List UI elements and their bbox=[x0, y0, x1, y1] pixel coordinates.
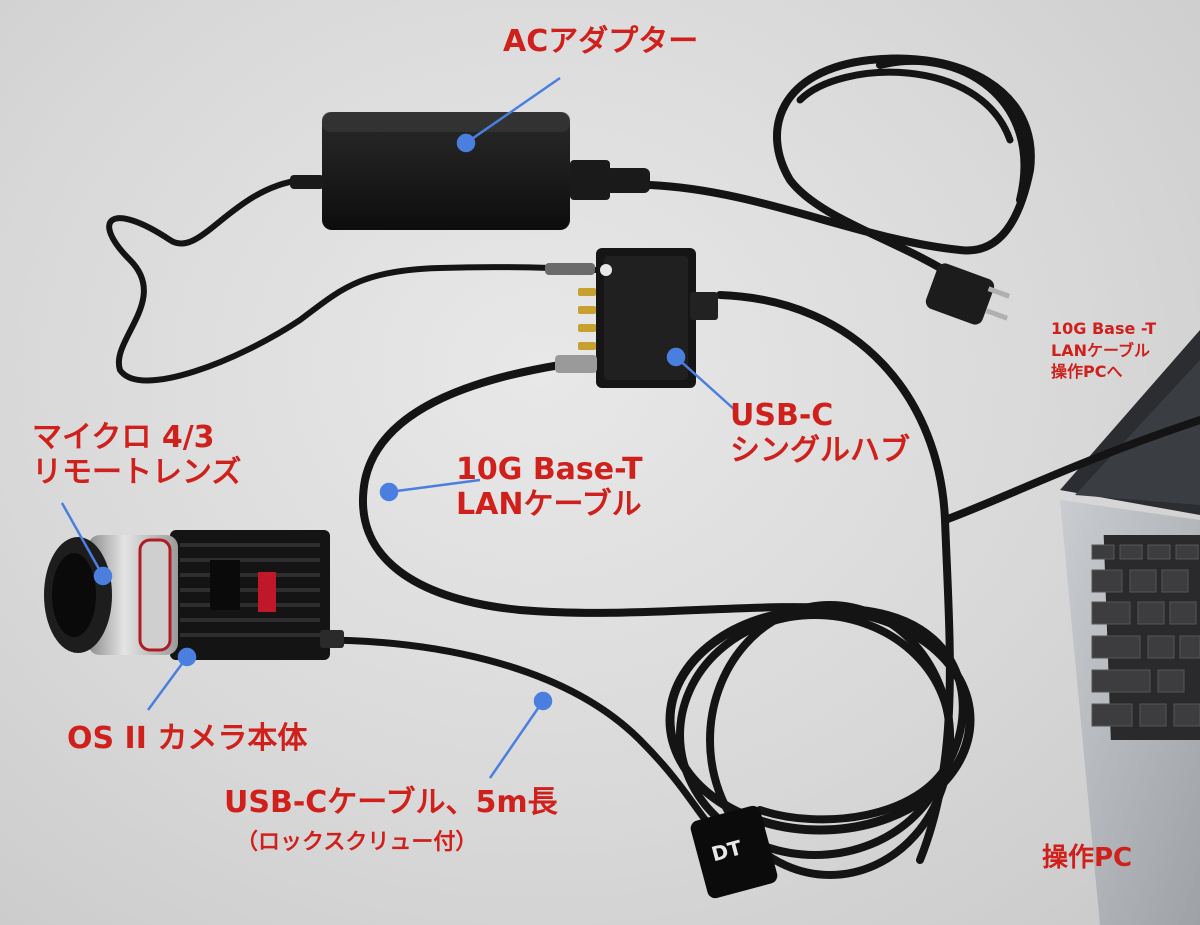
ac-plug bbox=[925, 263, 1011, 325]
camera bbox=[44, 530, 344, 660]
label-usb-cable-note: （ロックスクリュー付） bbox=[236, 830, 478, 855]
label-remote-lens: マイクロ 4/3 リモートレンズ bbox=[32, 420, 242, 491]
label-camera-body: OS II カメラ本体 bbox=[67, 721, 308, 756]
laptop-keys bbox=[1091, 544, 1200, 727]
pointer-dot-icon bbox=[456, 133, 476, 153]
usb-hub bbox=[545, 248, 718, 388]
pointer-dot-icon bbox=[379, 482, 399, 502]
cables bbox=[106, 54, 1200, 879]
cable-strap: DT bbox=[690, 805, 778, 899]
pointer-dot-icon bbox=[666, 347, 686, 367]
laptop bbox=[1060, 330, 1200, 925]
laptop-screen bbox=[1075, 360, 1200, 505]
label-lan-cable: 10G Base-T LANケーブル bbox=[456, 452, 643, 523]
pointers bbox=[60, 76, 736, 779]
label-usb-hub: USB-C シングルハブ bbox=[730, 398, 910, 469]
label-lan-to-pc: 10G Base -T LANケーブル 操作PCへ bbox=[1051, 319, 1157, 382]
ac-adapter bbox=[290, 112, 650, 230]
label-operation-pc: 操作PC bbox=[1042, 843, 1133, 873]
pointer-dot-icon bbox=[93, 566, 113, 586]
pointer-dot-icon bbox=[177, 647, 197, 667]
pointer-dot-icon bbox=[533, 691, 553, 711]
label-usb-cable: USB-Cケーブル、5m長 bbox=[224, 785, 558, 820]
label-ac-adapter: ACアダプター bbox=[503, 24, 699, 59]
